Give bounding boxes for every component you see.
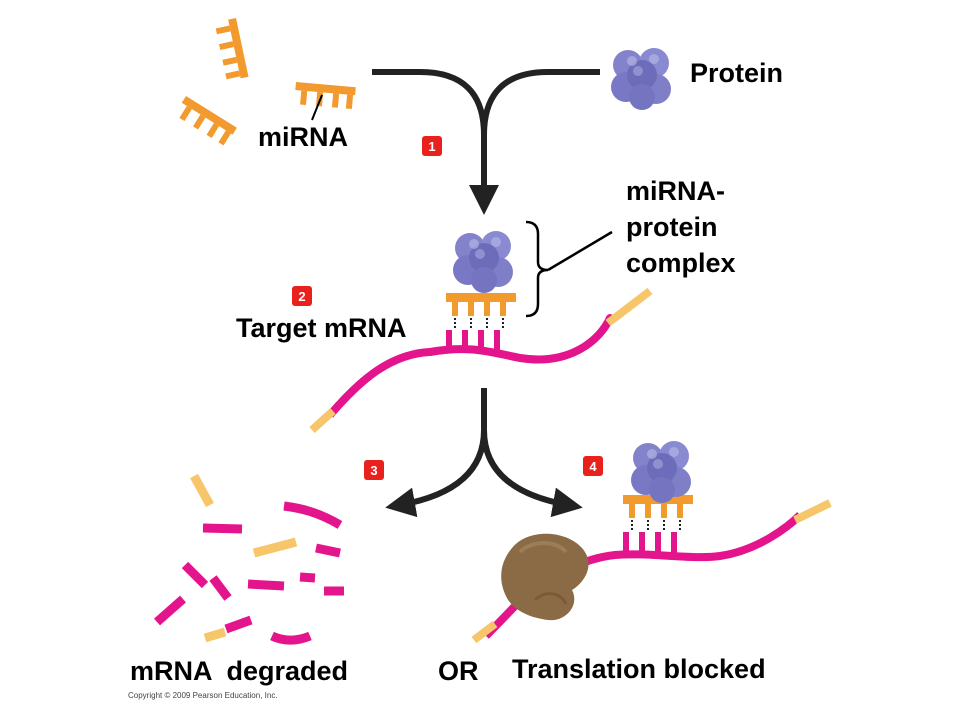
mirna-label: miRNA	[258, 122, 348, 152]
translation-blocked-label: Translation blocked	[512, 654, 766, 684]
mirna-molecule	[294, 82, 356, 110]
bound-mirna	[445, 292, 517, 331]
target-mrna-strand	[426, 314, 614, 364]
blocked-mrna-cap-left	[471, 620, 498, 644]
target-mrna-strand-left	[326, 348, 431, 418]
blocked-mrna-base-ticks	[623, 532, 677, 554]
mirna-molecule	[174, 96, 237, 147]
complex-label-line3: complex	[626, 248, 736, 278]
mrna-cap-left	[309, 408, 336, 433]
complex-pointer-line	[547, 230, 613, 272]
blocked-protein-icon	[631, 441, 691, 503]
protein-icon	[611, 48, 671, 110]
mrna-base-ticks	[446, 330, 500, 354]
svg-text:3: 3	[370, 463, 377, 478]
blocked-mrna-cap-right	[793, 499, 832, 524]
complex-protein-icon	[453, 231, 513, 293]
svg-text:1: 1	[428, 139, 435, 154]
protein-label: Protein	[690, 58, 783, 88]
target-mrna-label: Target mRNA	[236, 313, 407, 343]
mirna-pointer-line	[311, 94, 323, 121]
step-badge-3: 3	[364, 460, 384, 480]
diverge-arrow-left	[385, 388, 487, 518]
complex-label-line2: protein	[626, 212, 718, 242]
step-badge-1: 1	[422, 136, 442, 156]
or-label: OR	[438, 656, 479, 686]
copyright-text: Copyright © 2009 Pearson Education, Inc.	[128, 691, 278, 700]
degraded-mrna-fragments	[154, 473, 344, 645]
mirna-molecule	[214, 18, 249, 82]
converge-arrow-right	[481, 69, 600, 136]
ribosome-icon	[501, 533, 589, 621]
svg-text:4: 4	[589, 459, 597, 474]
complex-bracket	[525, 220, 549, 318]
diverge-arrow-right	[481, 429, 583, 518]
complex-label-line1: miRNA-	[626, 176, 725, 206]
mrna-cap-right	[605, 287, 653, 327]
mrna-degraded-label: mRNA degraded	[130, 656, 348, 686]
svg-text:2: 2	[298, 289, 305, 304]
step-badge-2: 2	[292, 286, 312, 306]
step-badge-4: 4	[583, 456, 603, 476]
